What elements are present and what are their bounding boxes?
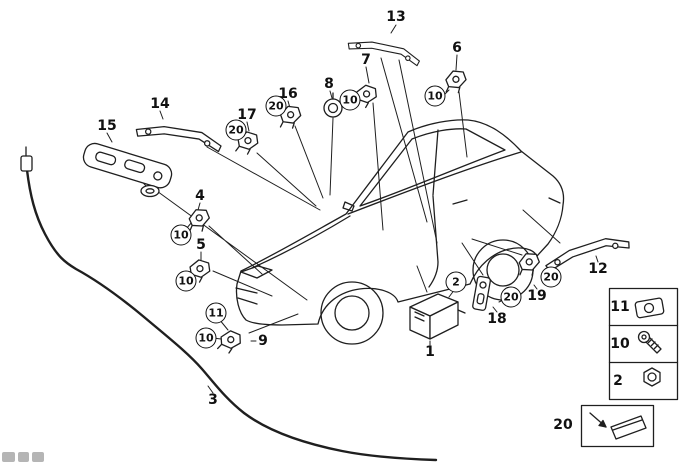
part-9-sensor-bracket: [216, 328, 243, 356]
callout-10-5: 10: [195, 327, 217, 349]
callout-6: 6: [452, 40, 462, 56]
callout-17: 17: [237, 107, 257, 123]
part-15-grommet-ring: [140, 184, 160, 198]
callout-8: 8: [324, 76, 334, 92]
callout-14: 14: [150, 96, 170, 112]
callout-13: 13: [386, 9, 406, 25]
callout-10-3: 10: [170, 224, 192, 246]
legend-fasteners-box: [608, 287, 679, 401]
callout-12: 12: [588, 261, 608, 277]
callout-1: 1: [425, 344, 435, 360]
part-19-sensor-bracket: [516, 251, 542, 278]
callout-3: 3: [208, 392, 218, 408]
part-8-grommet-sensor: [323, 92, 343, 118]
part-18-bracket-plate: [472, 275, 491, 311]
legend-label-2: 2: [613, 373, 623, 389]
callout-10-1: 10: [339, 89, 361, 111]
legend-label-20: 20: [553, 417, 573, 433]
callout-11-1: 11: [205, 302, 227, 324]
callout-15: 15: [97, 118, 117, 134]
adhesive-pad-arrow-icon: [589, 412, 647, 440]
part-3-wiring-harness: [20, 146, 438, 462]
callout-4: 4: [195, 188, 205, 204]
part-1-airbag-control-module: [409, 293, 466, 340]
part-6-sensor-bracket: [443, 69, 468, 95]
part-15-mounting-bracket: [82, 142, 173, 189]
callout-20-4: 20: [540, 266, 562, 288]
car-outline: [235, 119, 565, 345]
hex-nut-icon: [643, 367, 661, 387]
part-4-sensor-bracket: [186, 207, 212, 234]
part-13-bracket-strip: [346, 31, 423, 72]
callout-20-1: 20: [265, 95, 287, 117]
callout-10-4: 10: [175, 270, 197, 292]
callout-5: 5: [196, 237, 206, 253]
callout-2-1: 2: [445, 271, 467, 293]
legend-adhesive-box: [580, 404, 655, 448]
callout-7: 7: [361, 52, 371, 68]
callout-20-2: 20: [225, 119, 247, 141]
callout-10-2: 10: [424, 85, 446, 107]
legend-label-10: 10: [610, 336, 630, 352]
screw-icon: [637, 330, 662, 354]
legend-label-11: 11: [610, 299, 630, 315]
callout-18: 18: [487, 311, 507, 327]
part-14-bracket-strip: [134, 115, 224, 159]
callout-20-3: 20: [500, 286, 522, 308]
clip-nut-icon: [634, 297, 665, 319]
callout-9: 9: [258, 333, 268, 349]
callout-19: 19: [527, 288, 547, 304]
cropped-watermark: [2, 452, 44, 462]
